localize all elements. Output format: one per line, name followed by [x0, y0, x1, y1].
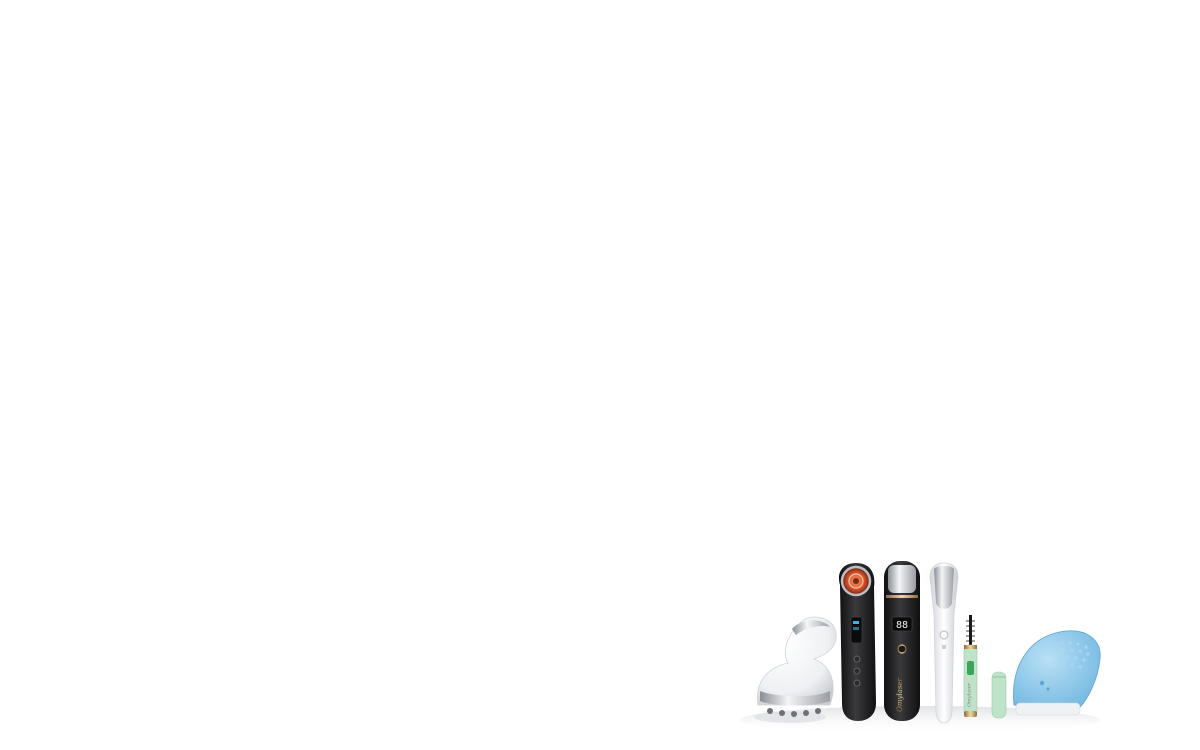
- ion-facial-device-icon: 88 Omylaser: [884, 561, 920, 721]
- facial-cleansing-brush-icon: [1013, 630, 1101, 716]
- beauty-devices-group: 88 Omylaser: [730, 555, 1110, 750]
- ion-device-display-value: 88: [896, 620, 908, 631]
- rf-facial-device-icon: [838, 563, 876, 721]
- beauty-devices-illustration: 88 Omylaser: [740, 561, 1101, 734]
- body-massager-icon: [754, 616, 837, 723]
- eyelash-curler-brand: Omylaser: [967, 682, 973, 707]
- heated-eyelash-curler-icon: Omylaser: [963, 615, 1007, 719]
- floor-shadow: [740, 706, 1100, 734]
- eye-massager-icon: [929, 562, 959, 724]
- ion-device-brand: Omylaser: [896, 677, 904, 711]
